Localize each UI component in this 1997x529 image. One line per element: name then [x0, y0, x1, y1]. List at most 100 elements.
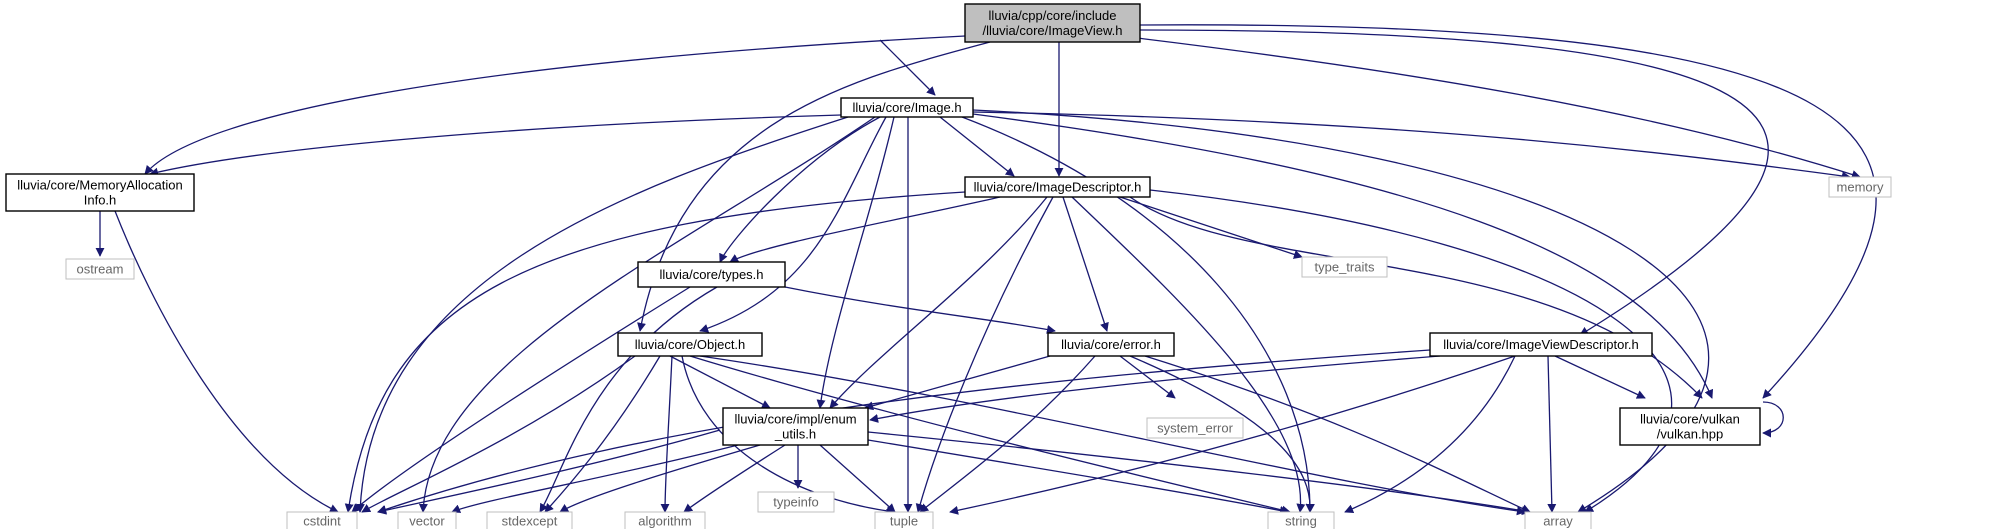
edge-error-array — [1144, 355, 1531, 513]
edge-error-tuple — [919, 355, 1096, 513]
node-cstdint: cstdint — [286, 511, 358, 529]
node-tuple: tuple — [874, 511, 934, 529]
node-box — [1619, 407, 1761, 446]
node-box — [286, 511, 358, 529]
node-vector: vector — [397, 511, 457, 529]
node-algorithm: algorithm — [624, 511, 706, 529]
node-ostream: ostream — [65, 258, 135, 280]
edge-ivdesc-cstdint — [377, 349, 1431, 514]
node-label: type_traits — [1315, 260, 1375, 275]
node-box — [964, 3, 1141, 43]
node-label: /lluvia/core/ImageView.h — [983, 23, 1123, 38]
edge-ivdesc-string — [1344, 355, 1516, 513]
node-enum-utils[interactable]: lluvia/core/impl/enum_utils.h — [722, 407, 869, 446]
node-box — [964, 176, 1151, 198]
node-vulkan[interactable]: lluvia/core/vulkan/vulkan.hpp — [1619, 407, 1761, 446]
node-box — [1828, 176, 1892, 198]
node-label: lluvia/core/types.h — [659, 267, 763, 282]
edge-image-enum — [816, 116, 895, 409]
node-error[interactable]: lluvia/core/error.h — [1047, 332, 1175, 357]
node-box — [617, 332, 763, 357]
node-box — [1267, 511, 1335, 529]
node-label: Info.h — [84, 193, 117, 208]
edge-enum-array — [867, 431, 1531, 516]
node-box — [65, 258, 135, 280]
node-label: system_error — [1157, 421, 1234, 436]
node-label: memory — [1837, 180, 1884, 195]
edge-ivdesc-enum — [869, 355, 1441, 423]
node-label: lluvia/core/impl/enum — [734, 412, 856, 427]
node-label: cstdint — [303, 514, 341, 529]
node-box — [840, 97, 974, 118]
node-label: lluvia/core/ImageDescriptor.h — [974, 180, 1142, 195]
edge-image-object — [699, 116, 887, 333]
edge-image-memory — [972, 111, 1851, 181]
node-box — [397, 511, 457, 529]
node-system-error: system_error — [1146, 417, 1244, 439]
edge-enum-stdexcept — [559, 444, 761, 513]
node-box — [1429, 332, 1653, 357]
node-label: lluvia/core/ImageViewDescriptor.h — [1443, 337, 1639, 352]
node-box — [1524, 511, 1592, 529]
edge-imgdesc-types — [729, 196, 1001, 263]
node-box — [874, 511, 934, 529]
node-stdexcept: stdexcept — [486, 511, 573, 529]
edge-image-imgdesc — [939, 116, 1015, 177]
edge-vulkan-self — [1762, 401, 1784, 438]
edge-image-string — [961, 116, 1315, 513]
edge-imgdesc-enum — [829, 196, 1048, 409]
edge-memalloc-cstdint — [114, 210, 339, 513]
node-box — [722, 407, 869, 446]
edge-types-error — [784, 286, 1056, 334]
node-imgdesc[interactable]: lluvia/core/ImageDescriptor.h — [964, 176, 1151, 198]
node-box — [1301, 256, 1388, 278]
node-label: ostream — [77, 262, 124, 277]
edge-imgdesc-cstdint — [344, 191, 966, 513]
node-label: algorithm — [638, 514, 691, 529]
edge-root-image — [879, 39, 936, 96]
edge-imgdesc-error — [1062, 196, 1109, 332]
node-label: vector — [409, 514, 445, 529]
node-box — [757, 491, 835, 513]
edge-imgdesc-vulkan — [1129, 196, 1703, 399]
edge-object-tuple — [681, 355, 896, 516]
node-root[interactable]: lluvia/cpp/core/include/lluvia/core/Imag… — [964, 3, 1141, 43]
node-box — [1146, 417, 1244, 439]
node-box — [5, 173, 195, 212]
node-label: lluvia/core/vulkan — [1640, 412, 1740, 427]
edge-imgdesc-string — [1071, 196, 1306, 513]
node-box — [486, 511, 573, 529]
edge-types-stdexcept — [539, 286, 718, 513]
edge-ivdesc-array — [1547, 355, 1557, 513]
node-ivdesc[interactable]: lluvia/core/ImageViewDescriptor.h — [1429, 332, 1653, 357]
edge-enum-vector — [451, 444, 739, 513]
node-box — [637, 261, 786, 288]
edge-object-enum — [669, 355, 771, 409]
edge-imgdesc-tuple — [915, 196, 1054, 513]
edge-enum-cstdint — [377, 429, 721, 515]
node-image-h[interactable]: lluvia/core/Image.h — [840, 97, 974, 118]
edge-image-vector — [418, 116, 876, 513]
edge-enum-tuple — [819, 444, 896, 513]
node-box — [624, 511, 706, 529]
edge-error-string — [1129, 355, 1315, 513]
node-label: _utils.h — [774, 427, 816, 442]
edge-image-memalloc — [149, 114, 842, 177]
node-object[interactable]: lluvia/core/Object.h — [617, 332, 763, 357]
edge-error-enum — [864, 355, 1051, 411]
edge-image-array — [972, 109, 1710, 513]
edge-object-stdexcept — [544, 355, 661, 513]
edge-enum-string — [867, 439, 1289, 515]
node-label: stdexcept — [502, 514, 558, 529]
node-label: /vulkan.hpp — [1657, 427, 1724, 442]
node-label: lluvia/core/Object.h — [635, 337, 746, 352]
dependency-edges — [95, 24, 1877, 516]
node-typeinfo: typeinfo — [757, 491, 835, 513]
edge-object-algorithm — [660, 355, 673, 513]
edge-ivdesc-vulkan — [1554, 355, 1646, 399]
node-type-traits: type_traits — [1301, 256, 1388, 278]
node-label: array — [1543, 514, 1573, 529]
node-types[interactable]: lluvia/core/types.h — [637, 261, 786, 288]
